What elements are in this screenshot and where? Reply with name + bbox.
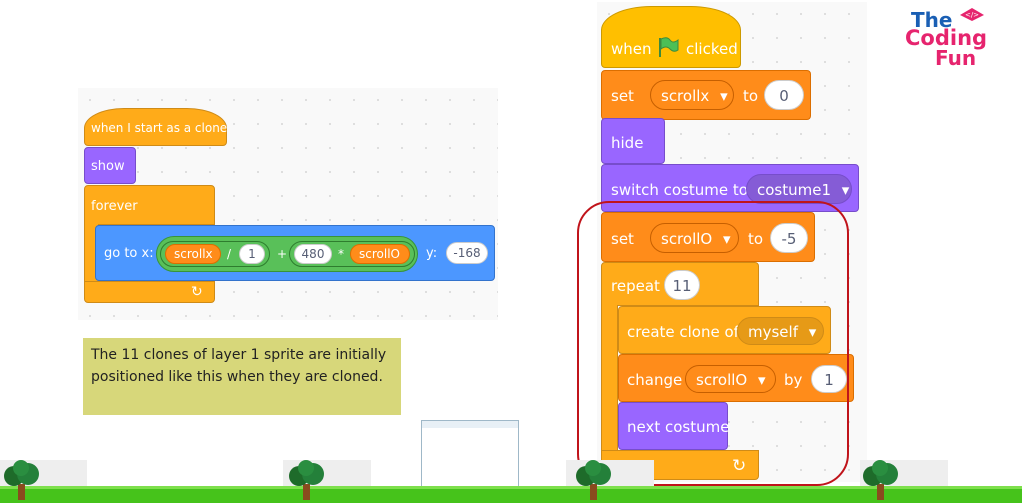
grass-top	[0, 486, 1022, 490]
change-scrollO-block[interactable]: change scrollO ▾ by 1	[618, 354, 854, 402]
clone-target-dropdown[interactable]: myself ▾	[737, 317, 824, 345]
note-text: The 11 clones of layer 1 sprite are init…	[91, 347, 387, 385]
clicked-label: clicked	[686, 40, 738, 58]
forever-block[interactable]: forever	[84, 185, 215, 225]
set-scrollO-block[interactable]: set scrollO ▾ to -5	[601, 212, 815, 262]
multiply-sign: *	[338, 247, 344, 261]
set-label-2: set	[611, 230, 634, 248]
change-var-dropdown[interactable]: scrollO ▾	[685, 365, 776, 393]
logo: The </> Coding Fun	[905, 6, 995, 72]
logo-line-coding: Coding	[905, 26, 988, 50]
next-costume-block[interactable]: next costume	[618, 402, 730, 450]
forever-label: forever	[91, 199, 138, 214]
show-label: show	[91, 159, 125, 174]
divisor-input[interactable]: 1	[239, 244, 265, 264]
goto-label: go to x:	[104, 246, 154, 261]
scrollx-dropdown[interactable]: scrollx ▾	[650, 80, 734, 110]
when-flag-clicked-block[interactable]: when clicked	[601, 6, 741, 68]
ground	[0, 489, 1022, 503]
repeat-loop-icon: ↻	[732, 456, 747, 476]
add-operator[interactable]: scrollx / 1 + 480 * scrollO	[156, 236, 418, 272]
to-label: to	[743, 87, 759, 105]
repeat-label: repeat	[611, 277, 660, 295]
forever-bottom: ↻	[84, 281, 215, 303]
costume-dropdown[interactable]: costume1 ▾	[746, 174, 852, 204]
chevron-down-icon: ▾	[723, 230, 731, 248]
green-flag-icon	[659, 37, 679, 57]
stage-thumbnail	[421, 420, 519, 488]
chevron-down-icon: ▾	[758, 371, 766, 389]
create-clone-label: create clone of	[627, 323, 739, 341]
switch-costume-block[interactable]: switch costume to costume1 ▾	[601, 164, 859, 212]
multiply-operator[interactable]: 480 * scrollO	[289, 241, 415, 267]
change-var-value: scrollO	[696, 371, 748, 389]
logo-line-fun: Fun	[935, 46, 977, 70]
to-label-2: to	[748, 230, 764, 248]
y-input[interactable]: -168	[446, 242, 488, 264]
by-label: by	[784, 371, 803, 389]
set-scrollx-block[interactable]: set scrollx ▾ to 0	[601, 70, 811, 120]
logo-line-the: The	[911, 8, 953, 32]
repeat-side	[601, 305, 618, 451]
scrollO-dropdown[interactable]: scrollO ▾	[650, 223, 739, 253]
divide-sign: /	[227, 247, 232, 261]
scrollO-dropdown-value: scrollO	[661, 230, 713, 248]
create-clone-block[interactable]: create clone of myself ▾	[618, 306, 831, 354]
forever-loop-icon: ↻	[191, 284, 203, 300]
tree-icon	[289, 460, 324, 500]
tree-icon	[4, 460, 39, 500]
change-label: change	[627, 371, 683, 389]
chevron-down-icon: ▾	[841, 181, 850, 199]
chevron-down-icon: ▾	[808, 323, 817, 341]
show-block[interactable]: show	[84, 147, 136, 184]
set-scrollx-value[interactable]: 0	[764, 80, 804, 110]
note-box: The 11 clones of layer 1 sprite are init…	[83, 338, 401, 415]
repeat-block[interactable]: repeat 11	[601, 262, 759, 306]
change-value-input[interactable]: 1	[811, 365, 847, 393]
set-scrollO-value[interactable]: -5	[770, 223, 808, 253]
goto-xy-block[interactable]: go to x: scrollx / 1 + 480 * scrollO y: …	[95, 225, 495, 281]
cap-icon: </>	[960, 8, 984, 21]
scrollx-dropdown-value: scrollx	[661, 87, 710, 105]
highlight-outline	[577, 201, 849, 486]
hide-block[interactable]: hide	[601, 118, 665, 164]
costume-dropdown-value: costume1	[757, 181, 832, 199]
repeat-count-input[interactable]: 11	[664, 270, 700, 300]
divide-operator[interactable]: scrollx / 1	[160, 241, 270, 267]
chevron-down-icon: ▾	[720, 87, 728, 105]
hide-label: hide	[611, 134, 644, 152]
clone-target-value: myself	[748, 323, 798, 341]
plus-sign: +	[277, 247, 288, 261]
svg-text:</>: </>	[965, 11, 979, 19]
tree-icon	[576, 460, 611, 500]
y-label: y:	[426, 246, 438, 261]
set-label: set	[611, 87, 634, 105]
scrollx-reporter[interactable]: scrollx	[165, 244, 221, 264]
when-start-as-clone-block[interactable]: when I start as a clone	[84, 108, 227, 146]
scrollO-reporter[interactable]: scrollO	[350, 244, 410, 264]
when-label: when	[611, 40, 652, 58]
multiplier-input[interactable]: 480	[294, 244, 332, 264]
hat-label: when I start as a clone	[91, 121, 228, 135]
next-costume-label: next costume	[627, 418, 730, 436]
switch-costume-label: switch costume to	[611, 181, 748, 199]
tree-icon	[863, 460, 898, 500]
